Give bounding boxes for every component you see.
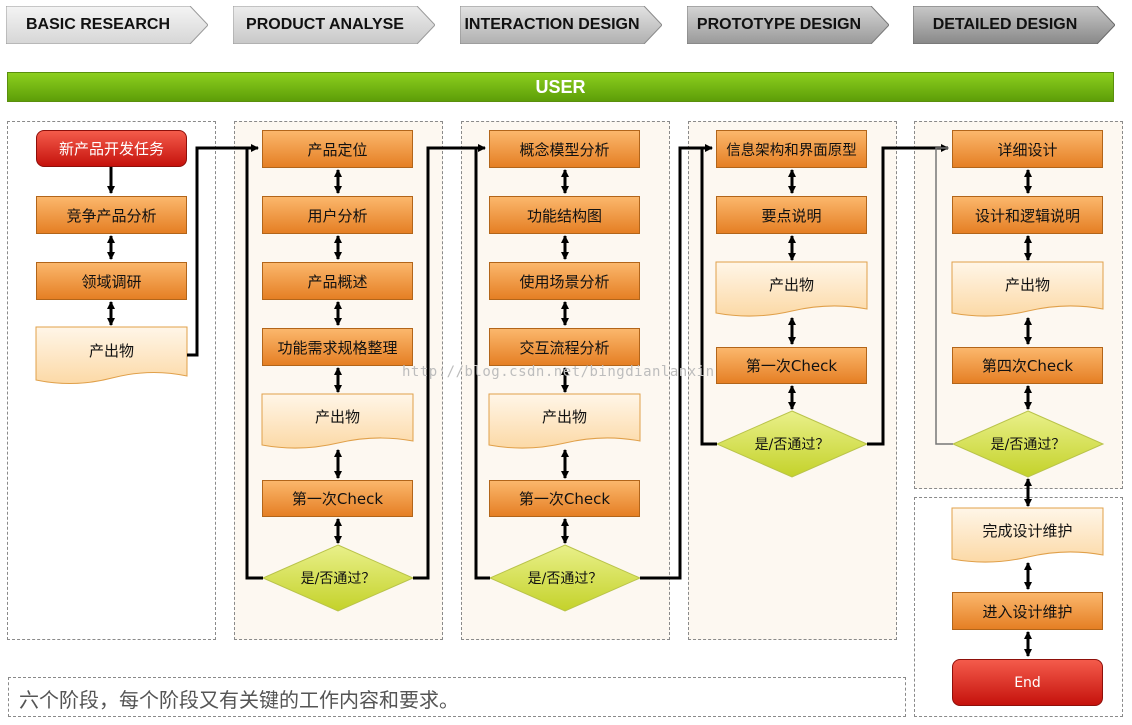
detailed-design-node: 详细设计 — [952, 130, 1103, 168]
stage-label: PRODUCT ANALYSE — [246, 16, 404, 33]
summary-note-text: 六个阶段，每个阶段又有关键的工作内容和要求。 — [19, 688, 459, 712]
domain-research-node: 领域调研 — [36, 262, 187, 300]
stage-label: PROTOTYPE DESIGN — [696, 16, 862, 33]
competitor-analysis-node: 竞争产品分析 — [36, 196, 187, 234]
product-output-document: 产出物 — [314, 407, 360, 426]
detailed-check-node: 第四次Check — [952, 347, 1103, 384]
interaction-output-document: 产出物 — [541, 407, 587, 426]
enter-maintenance-node: 进入设计维护 — [952, 592, 1103, 630]
decision-shapes — [261, 410, 1105, 612]
detailed-output-document: 产出物 — [1004, 275, 1050, 294]
prototype-decision-node: 是/否通过？ — [754, 437, 830, 453]
product-positioning-node: 产品定位 — [262, 130, 413, 168]
stage-product-analyse: PRODUCT ANALYSE — [233, 6, 435, 44]
end-node: End — [952, 659, 1103, 706]
function-structure-node: 功能结构图 — [489, 196, 640, 234]
user-bar-label: USER — [535, 77, 586, 97]
stage-label: INTERACTION DESIGN — [464, 16, 640, 33]
stage-basic-research: BASIC RESEARCH — [6, 6, 208, 44]
interaction-decision-node: 是/否通过？ — [527, 571, 603, 587]
prototype-check-node: 第一次Check — [716, 347, 867, 384]
stage-label: DETAILED DESIGN — [932, 16, 1078, 33]
requirements-spec-node: 功能需求规格整理 — [262, 328, 413, 366]
watermark: http://blog.csdn.net/bingdianlanxin — [402, 364, 715, 380]
product-overview-node: 产品概述 — [262, 262, 413, 300]
stage-label: BASIC RESEARCH — [25, 16, 170, 33]
document-shapes — [35, 261, 1104, 563]
info-architecture-node: 信息架构和界面原型 — [716, 130, 867, 168]
stage-prototype-design: PROTOTYPE DESIGN — [687, 6, 889, 44]
prototype-output-document: 产出物 — [768, 275, 814, 294]
stage-detailed-design: DETAILED DESIGN — [913, 6, 1115, 44]
stage-interaction-design: INTERACTION DESIGN — [460, 6, 662, 44]
user-analysis-node: 用户分析 — [262, 196, 413, 234]
interaction-check-node: 第一次Check — [489, 480, 640, 517]
complete-maintenance-document: 完成设计维护 — [982, 521, 1073, 540]
start-task-node: 新产品开发任务 — [36, 130, 187, 167]
interaction-flow-node: 交互流程分析 — [489, 328, 640, 366]
product-decision-node: 是/否通过？ — [300, 571, 376, 587]
detailed-decision-node: 是/否通过？ — [990, 437, 1066, 453]
basic-output-document: 产出物 — [88, 341, 134, 360]
key-points-node: 要点说明 — [716, 196, 867, 234]
logic-explanation-node: 设计和逻辑说明 — [952, 196, 1103, 234]
scenario-analysis-node: 使用场景分析 — [489, 262, 640, 300]
summary-note: 六个阶段，每个阶段又有关键的工作内容和要求。 — [8, 677, 906, 717]
product-check-node: 第一次Check — [262, 480, 413, 517]
concept-model-node: 概念模型分析 — [489, 130, 640, 168]
user-bar: USER — [7, 72, 1114, 102]
